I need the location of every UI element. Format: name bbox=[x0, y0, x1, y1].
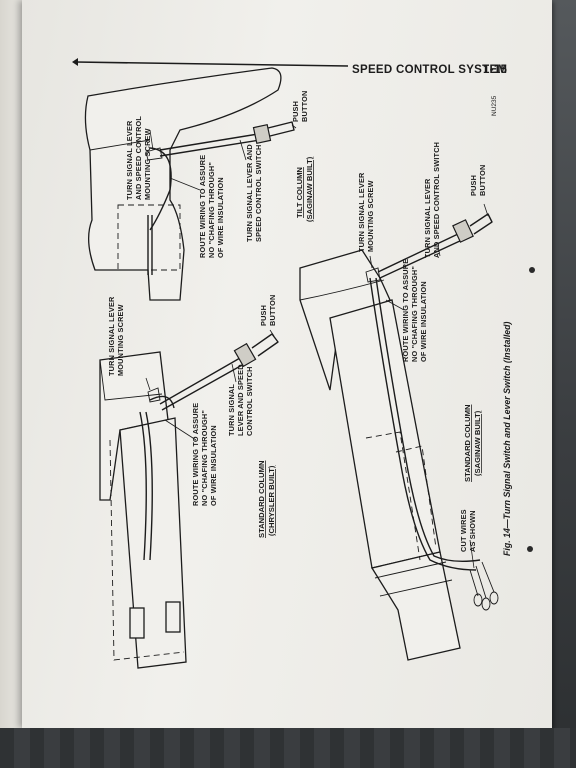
chrysler-button-callout: PUSHBUTTON bbox=[259, 295, 277, 337]
tilt-lever-callout: TURN SIGNAL LEVER ANDSPEED CONTROL SWITC… bbox=[239, 139, 263, 242]
cut-wire-ends bbox=[469, 561, 499, 611]
tilt-column-label: TILT COLUMN bbox=[295, 167, 304, 218]
svg-text:TURN SIGNAL LEVERAND SPEED CON: TURN SIGNAL LEVERAND SPEED CONTROLMOUNTI… bbox=[125, 116, 152, 200]
section-title: SPEED CONTROL SYSTEM bbox=[352, 64, 507, 76]
chrysler-routing-callout: ROUTE WIRING TO ASSURENO "CHAFING THROUG… bbox=[164, 403, 218, 506]
tilt-button-callout: PUSHBUTTON bbox=[291, 91, 309, 129]
chrysler-column-sublabel: (CHRYSLER BUILT) bbox=[267, 465, 276, 536]
svg-text:TURN SIGNAL LEVERMOUNTING SCRE: TURN SIGNAL LEVERMOUNTING SCREW bbox=[357, 172, 375, 252]
figure-code: NU235 bbox=[491, 95, 498, 116]
svg-text:ROUTE WIRING TO ASSURENO "CHAF: ROUTE WIRING TO ASSURENO "CHAFING THROUG… bbox=[191, 403, 218, 506]
figure-caption: Fig. 14—Turn Signal Switch and Lever Swi… bbox=[502, 321, 512, 556]
svg-text:TURN SIGNAL LEVERMOUNTING SCRE: TURN SIGNAL LEVERMOUNTING SCREW bbox=[107, 296, 125, 376]
svg-text:PUSHBUTTON: PUSHBUTTON bbox=[469, 165, 487, 196]
svg-text:ROUTE WIRING TO ASSURENO "CHAF: ROUTE WIRING TO ASSURENO "CHAFING THROUG… bbox=[198, 155, 225, 258]
page-header: SPEED CONTROL SYSTEM 1-15 bbox=[72, 58, 508, 76]
saginaw-column-sublabel: (SAGINAW BUILT) bbox=[473, 410, 482, 476]
chrysler-lever-callout: TURN SIGNALLEVER AND SPEEDCONTROL SWITCH bbox=[227, 363, 254, 436]
saginaw-column-label: STANDARD COLUMN bbox=[463, 405, 472, 482]
svg-text:TURN SIGNALLEVER AND SPEEDCONT: TURN SIGNALLEVER AND SPEEDCONTROL SWITCH bbox=[227, 364, 254, 436]
saginaw-button-callout: PUSHBUTTON bbox=[469, 165, 489, 217]
chrysler-column-drawing bbox=[99, 333, 279, 669]
svg-text:PUSHBUTTON: PUSHBUTTON bbox=[291, 91, 309, 122]
svg-text:PUSHBUTTON: PUSHBUTTON bbox=[259, 295, 277, 326]
svg-text:TURN SIGNAL LEVERAND SPEED CON: TURN SIGNAL LEVERAND SPEED CONTROL SWITC… bbox=[423, 142, 441, 258]
page-number: 1-15 bbox=[483, 64, 508, 76]
binder-hole bbox=[527, 546, 533, 552]
floor-strip bbox=[0, 728, 576, 768]
tilt-column-drawing bbox=[84, 67, 295, 301]
tilt-screw-callout: TURN SIGNAL LEVERAND SPEED CONTROLMOUNTI… bbox=[125, 116, 154, 200]
svg-text:TURN SIGNAL LEVER ANDSPEED CON: TURN SIGNAL LEVER ANDSPEED CONTROL SWITC… bbox=[245, 144, 263, 242]
saginaw-column-drawing bbox=[299, 213, 499, 661]
chrysler-column-label: STANDARD COLUMN bbox=[257, 461, 266, 538]
chrysler-screw-callout: TURN SIGNAL LEVERMOUNTING SCREW bbox=[107, 296, 151, 391]
saginaw-routing-callout: ROUTE WIRING TO ASSURENO "CHAFING THROUG… bbox=[385, 259, 428, 362]
tilt-routing-callout: ROUTE WIRING TO ASSURENO "CHAFING THROUG… bbox=[169, 155, 225, 258]
tilt-column-sublabel: (SAGINAW BUILT) bbox=[305, 156, 314, 222]
svg-text:CUT WIRESAS SHOWN: CUT WIRESAS SHOWN bbox=[459, 509, 477, 552]
binder-hole bbox=[529, 267, 535, 273]
saginaw-lever-callout: TURN SIGNAL LEVERAND SPEED CONTROL SWITC… bbox=[423, 142, 441, 258]
svg-text:ROUTE WIRING TO ASSURENO "CHAF: ROUTE WIRING TO ASSURENO "CHAFING THROUG… bbox=[401, 259, 428, 362]
cut-wires-callout: CUT WIRESAS SHOWN bbox=[459, 509, 477, 569]
saginaw-screw-callout: TURN SIGNAL LEVERMOUNTING SCREW bbox=[357, 172, 375, 269]
